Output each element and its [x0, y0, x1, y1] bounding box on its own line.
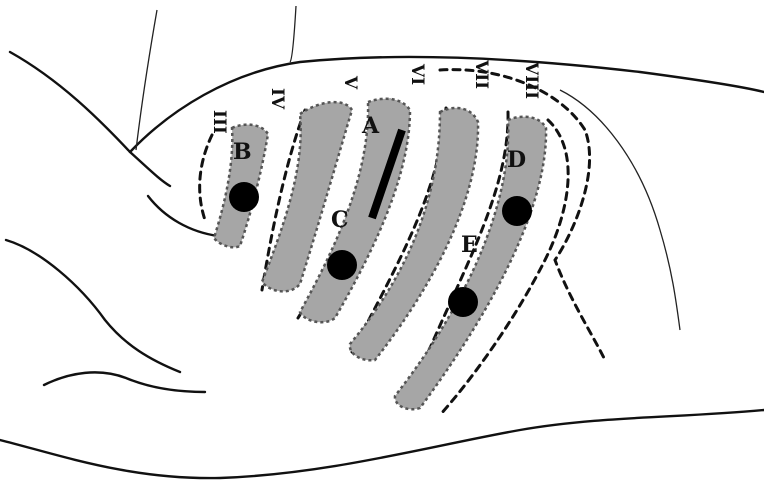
- hand-outline: [44, 372, 205, 392]
- point-e-marker: [448, 287, 478, 317]
- label-d: D: [507, 147, 526, 173]
- label-a: A: [361, 113, 380, 139]
- belly-outline: [0, 410, 764, 478]
- arm-upper-outline: [148, 196, 218, 236]
- bed-line-right: [290, 6, 296, 62]
- point-c-marker: [327, 250, 357, 280]
- body-outline-top: [10, 52, 170, 186]
- skin-fold-line: [560, 90, 680, 330]
- point-b-marker: [229, 182, 259, 212]
- rib-label-3: III: [209, 110, 229, 134]
- arm-lower-outline: [6, 240, 180, 372]
- label-b: B: [233, 139, 252, 165]
- rib-margin-3: [200, 135, 212, 220]
- rib-label-8: VIII: [521, 61, 541, 99]
- point-d-marker: [502, 196, 532, 226]
- rib-label-7: VII: [471, 59, 491, 89]
- label-c: C: [331, 207, 349, 233]
- rib-label-5: V: [340, 75, 360, 90]
- label-e: E: [461, 232, 478, 258]
- rib-label-6: VI: [407, 63, 427, 85]
- rib-label-4: IV: [267, 88, 287, 110]
